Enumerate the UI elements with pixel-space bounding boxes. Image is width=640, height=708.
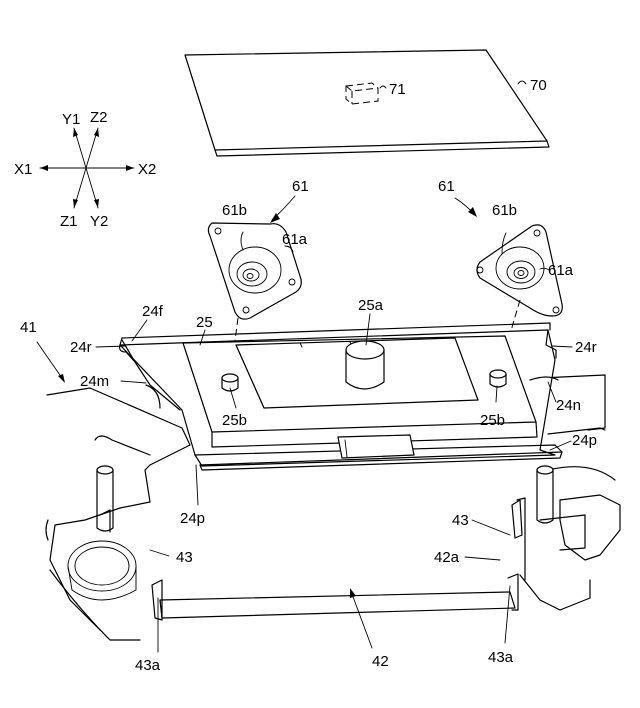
front-tab [337, 434, 415, 459]
label-70: 70 [530, 77, 547, 94]
label-42a: 42a [434, 549, 460, 566]
label-61-right: 61 [438, 178, 455, 195]
label-61b-right: 61b [492, 202, 517, 219]
post-left [96, 465, 114, 533]
label-24m: 24m [80, 373, 109, 390]
axis-y1: Y1 [62, 111, 80, 128]
label-24r-left: 24r [70, 339, 92, 356]
tray-42 [151, 497, 526, 621]
label-61-left: 61 [292, 178, 309, 195]
label-25: 25 [196, 314, 213, 331]
label-43a-right: 43a [488, 649, 514, 666]
axis-z1: Z1 [60, 213, 78, 230]
axis-x1: X1 [14, 161, 32, 178]
label-25b-right: 25b [480, 412, 505, 429]
leader-70 [517, 80, 527, 85]
bracket-61-left [207, 222, 302, 320]
label-24p-right: 24p [572, 432, 597, 449]
label-43-right: 43 [452, 512, 469, 529]
axis-cross [39, 127, 135, 209]
board-70 [184, 49, 550, 157]
ring-part [67, 540, 137, 601]
axis-labels: Y1 Z2 X1 X2 Z1 Y2 [14, 109, 156, 230]
label-24n: 24n [556, 397, 581, 414]
label-24p-left: 24p [180, 510, 205, 527]
axis-z2: Z2 [90, 109, 108, 126]
boss-25a [345, 340, 385, 390]
bracket-61-right [476, 224, 563, 317]
axis-y2: Y2 [90, 213, 108, 230]
label-24r-right: 24r [575, 339, 597, 356]
post-right [536, 465, 554, 524]
label-25a: 25a [358, 297, 384, 314]
housing-41 [45, 374, 621, 641]
arrow-42 [351, 593, 373, 649]
leader-lines [36, 231, 573, 653]
label-42: 42 [372, 653, 389, 670]
label-71: 71 [389, 81, 406, 98]
component-71 [345, 82, 379, 105]
label-24f: 24f [142, 303, 164, 320]
label-61b-left: 61b [222, 202, 247, 219]
axis-x2: X2 [138, 161, 156, 178]
label-61a-left: 61a [282, 231, 308, 248]
label-41: 41 [20, 319, 37, 336]
pin-25b-right [489, 369, 507, 388]
label-43-left: 43 [176, 549, 193, 566]
reference-labels: 71 70 61 61 61b 61a 61b 61a 41 24f 25 25… [20, 77, 597, 674]
label-25b-left: 25b [222, 412, 247, 429]
label-61a-right: 61a [548, 262, 574, 279]
label-43a-left: 43a [135, 657, 161, 674]
leader-71 [379, 85, 387, 89]
